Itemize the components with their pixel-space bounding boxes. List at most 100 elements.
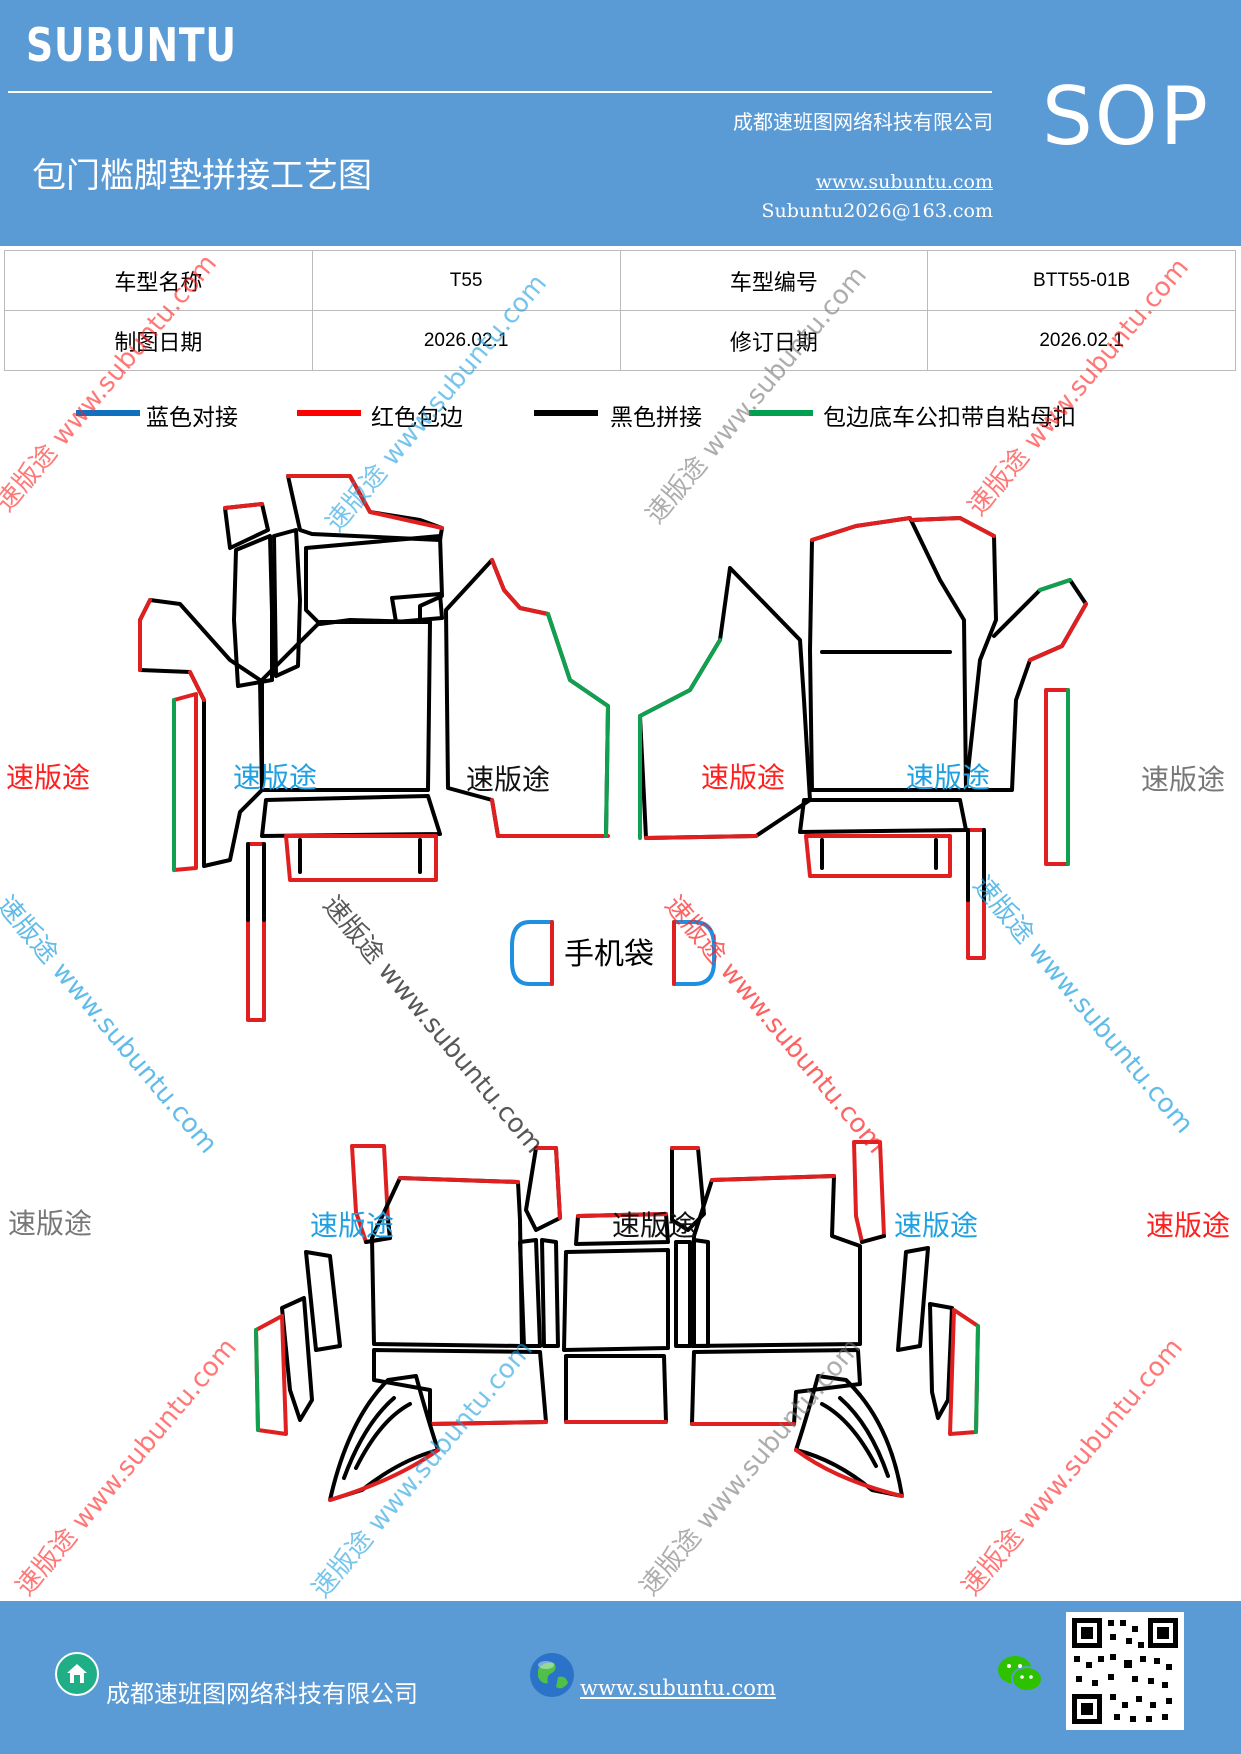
header-website-link[interactable]: www.subuntu.com — [815, 171, 993, 193]
left-mid-small — [390, 592, 444, 624]
legend-label: 黑色拼接 — [610, 405, 702, 431]
model-code-label: 车型编号 — [619, 250, 929, 311]
watermark: 速版途 — [466, 763, 551, 796]
table-row: 制图日期 2026.02.1 修订日期 2026.02.1 — [4, 310, 1236, 371]
left-mat-group — [138, 474, 610, 1022]
model-name-label: 车型名称 — [4, 250, 313, 311]
watermark: 速版途 — [701, 761, 786, 794]
bottom-right-tall-black — [860, 1234, 886, 1244]
watermark: 速版途 — [233, 761, 318, 794]
phone-pocket-right — [672, 920, 716, 986]
bottom-left-lower-red — [428, 1420, 548, 1426]
left-top-small-1-edge — [223, 502, 264, 510]
bottom-left-slat-2 — [540, 1238, 560, 1348]
model-code-value: BTT55-01B — [927, 250, 1236, 311]
bottom-left-side-2 — [280, 1296, 314, 1422]
qr-code-icon — [1072, 1618, 1178, 1724]
bottom-right-arch-red — [794, 1448, 904, 1498]
right-base-inner — [820, 838, 938, 870]
watermark: 速版途 — [906, 761, 991, 794]
legend-swatch — [749, 410, 813, 416]
right-left-outer-green — [638, 638, 722, 840]
phone-pocket-label: 手机袋 — [564, 937, 654, 972]
bottom-right-side-green-edge — [974, 1324, 980, 1434]
drawing-date-label: 制图日期 — [4, 310, 313, 371]
right-center-top-red — [810, 516, 912, 542]
bottom-right-panel-red — [710, 1174, 836, 1182]
left-base-bar — [260, 794, 442, 838]
globe-icon — [530, 1653, 574, 1697]
watermark: 速版途 — [894, 1209, 979, 1242]
bottom-right-side-green — [948, 1308, 980, 1436]
watermark: 速版途 — [6, 761, 91, 794]
bottom-right-slat-1 — [674, 1240, 692, 1348]
legend-label: 红色包边 — [371, 405, 463, 431]
bottom-left-panel — [370, 1176, 524, 1348]
bottom-left-arch — [328, 1374, 440, 1502]
left-outer-edge — [138, 598, 206, 702]
right-base-bar — [798, 798, 968, 834]
legend-label: 包边底车公扣带自粘母扣 — [823, 405, 1076, 431]
footer-website-link[interactable]: www.subuntu.com — [580, 1676, 776, 1700]
phone-pocket-left — [510, 920, 554, 986]
legend-swatch — [76, 410, 140, 416]
phone-pocket-group — [510, 920, 716, 986]
left-base-bottom — [284, 834, 438, 882]
info-table: 车型名称 T55 车型编号 BTT55-01B 制图日期 2026.02.1 修… — [4, 250, 1236, 371]
right-vertical-strip-top — [966, 828, 986, 902]
left-mid-panel — [304, 534, 444, 626]
watermark: 速版途 — [310, 1209, 395, 1242]
left-top-panel-b — [272, 528, 302, 678]
bottom-left-side-1 — [304, 1250, 342, 1352]
qr-code — [1066, 1612, 1184, 1730]
right-vertical-strip — [966, 828, 986, 960]
left-top-panel-a — [232, 534, 274, 688]
revision-date-label: 修订日期 — [619, 310, 929, 371]
bottom-right-arch-inner — [820, 1396, 890, 1478]
right-strip — [1044, 688, 1070, 866]
header-divider — [8, 91, 992, 93]
legend-swatch — [297, 410, 361, 416]
page-title: 包门槛脚垫拼接工艺图 — [32, 156, 372, 196]
bottom-right-side-1 — [896, 1246, 930, 1352]
bottom-mat-group — [254, 1140, 980, 1502]
bottom-center-lower — [564, 1354, 668, 1424]
left-main-panel — [260, 620, 432, 792]
left-outer-piece — [138, 598, 264, 868]
left-base-inner — [298, 838, 422, 874]
header-banner: SUBUNTU 成都速班图网络科技有限公司 包门槛脚垫拼接工艺图 www.sub… — [0, 0, 1241, 246]
home-icon — [55, 1652, 99, 1696]
header-company: 成都速班图网络科技有限公司 — [733, 110, 993, 134]
bottom-center-cap-red — [576, 1212, 668, 1218]
watermark: 速版途 — [612, 1209, 697, 1242]
brand-logo: SUBUNTU — [26, 18, 237, 72]
left-vertical-strip — [246, 842, 266, 1022]
bottom-left-slat-1 — [518, 1238, 542, 1348]
bottom-right-side-2 — [928, 1302, 954, 1420]
left-right-outer-red — [490, 558, 610, 838]
bottom-left-side-green — [254, 1314, 288, 1436]
bottom-left-panel-red — [398, 1176, 520, 1184]
left-top-cap-edge — [286, 474, 444, 530]
bottom-left-post-red — [534, 1146, 562, 1220]
drawing-date-value: 2026.02.1 — [311, 310, 621, 371]
right-right-piece — [910, 516, 1088, 792]
bottom-center-panel — [562, 1248, 670, 1352]
bottom-left-arch-inner — [342, 1396, 412, 1480]
left-vertical-strip-top — [246, 842, 266, 922]
bottom-left-arch-red — [328, 1448, 440, 1502]
bottom-right-slat-2 — [692, 1238, 710, 1348]
watermark: 速版途 — [1141, 763, 1226, 796]
footer-banner: 成都速班图网络科技有限公司 www.subuntu.com — [0, 1601, 1241, 1754]
left-strip-green — [172, 692, 198, 872]
right-mat-group — [638, 516, 1088, 960]
bottom-left-side-green-edge — [254, 1328, 260, 1432]
right-right-red — [910, 516, 1088, 662]
legend-swatch — [534, 410, 598, 416]
header-email: Subuntu2026@163.com — [761, 200, 993, 222]
wechat-icon[interactable] — [996, 1653, 1044, 1695]
left-right-outer-green — [546, 612, 610, 838]
footer-company: 成都速班图网络科技有限公司 — [106, 1680, 418, 1708]
bottom-right-panel — [690, 1174, 862, 1348]
